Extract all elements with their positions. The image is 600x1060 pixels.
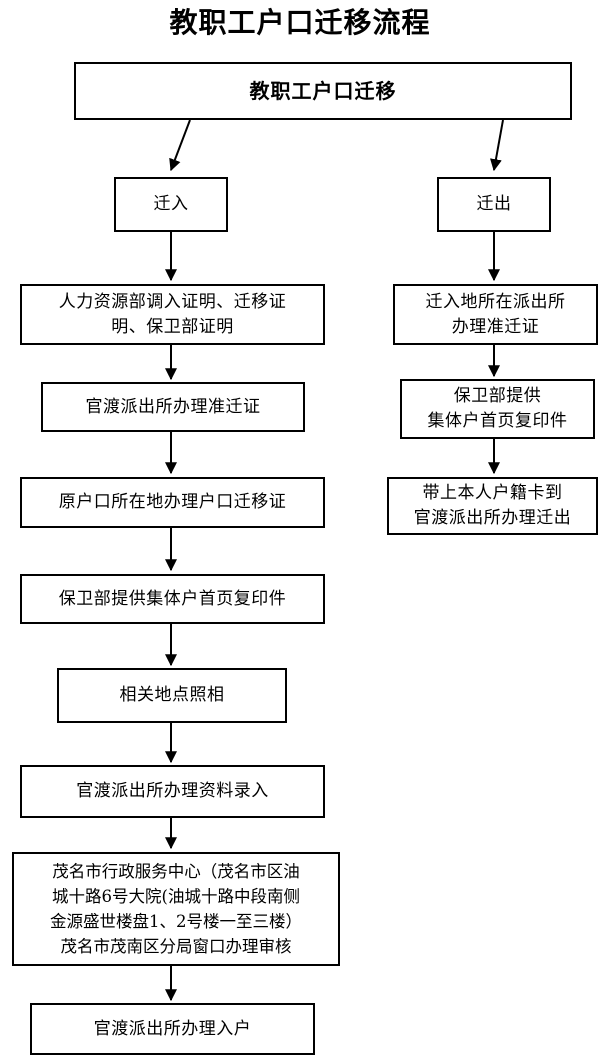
node-right-1-label: 迁入地所在派出所 办理准迁证 [425, 291, 566, 337]
node-left-6-label: 官渡派出所办理资料录入 [76, 781, 269, 801]
node-left-3[interactable]: 原户口所在地办理户口迁移证 [20, 477, 325, 528]
node-left-8[interactable]: 官渡派出所办理入户 [30, 1003, 315, 1055]
node-left-7-label: 茂名市行政服务中心（茂名市区油 城十路6号大院(油城十路中段南侧 金源盛世楼盘1… [50, 862, 302, 956]
node-left-5-label: 相关地点照相 [119, 685, 225, 705]
node-left-8-label: 官渡派出所办理入户 [93, 1018, 252, 1039]
node-root-label: 教职工户口迁移 [249, 78, 397, 103]
node-left-1-label: 人力资源部调入证明、迁移证 明、保卫部证明 [58, 291, 287, 337]
node-left-4-label: 保卫部提供集体户首页复印件 [58, 588, 287, 609]
node-branch-move-out-label: 迁出 [476, 194, 512, 214]
node-root[interactable]: 教职工户口迁移 [74, 62, 572, 120]
connector-root-to-left-branch [169, 119, 191, 172]
node-left-2-label: 官渡派出所办理准迁证 [85, 396, 261, 417]
node-right-3[interactable]: 带上本人户籍卡到 官渡派出所办理迁出 [387, 477, 598, 535]
connector-root-to-right-branch [490, 119, 504, 172]
node-branch-move-out[interactable]: 迁出 [437, 177, 551, 232]
page-title: 教职工户口迁移流程 [169, 6, 431, 39]
node-branch-move-in-label: 迁入 [153, 194, 189, 214]
node-left-1[interactable]: 人力资源部调入证明、迁移证 明、保卫部证明 [20, 284, 325, 345]
node-left-4[interactable]: 保卫部提供集体户首页复印件 [20, 574, 325, 624]
node-left-3-label: 原户口所在地办理户口迁移证 [58, 492, 287, 512]
node-right-3-label: 带上本人户籍卡到 官渡派出所办理迁出 [413, 483, 572, 528]
node-left-6[interactable]: 官渡派出所办理资料录入 [20, 765, 325, 818]
node-left-7[interactable]: 茂名市行政服务中心（茂名市区油 城十路6号大院(油城十路中段南侧 金源盛世楼盘1… [12, 852, 340, 966]
node-left-2[interactable]: 官渡派出所办理准迁证 [41, 382, 305, 432]
node-branch-move-in[interactable]: 迁入 [114, 177, 228, 232]
node-right-2-label: 保卫部提供 集体户首页复印件 [427, 386, 568, 431]
node-left-5[interactable]: 相关地点照相 [57, 668, 287, 723]
node-right-2[interactable]: 保卫部提供 集体户首页复印件 [400, 379, 595, 439]
node-right-1[interactable]: 迁入地所在派出所 办理准迁证 [393, 284, 598, 345]
